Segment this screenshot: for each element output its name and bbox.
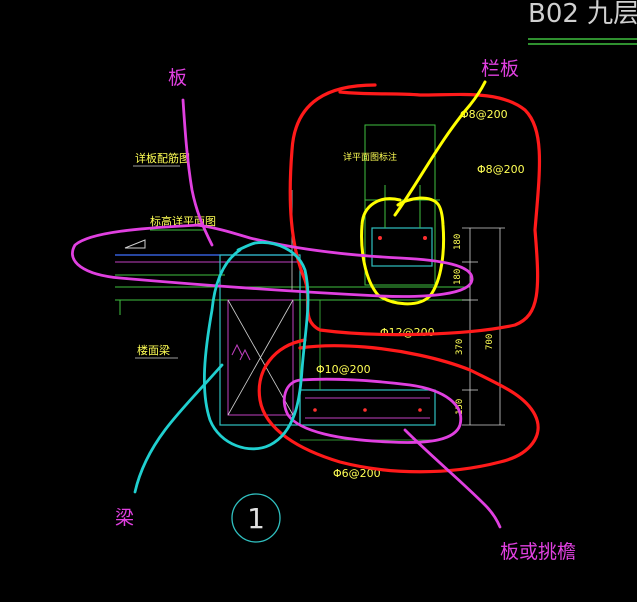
dim-value-2: 180 bbox=[453, 269, 463, 285]
stirrup-hook-2 bbox=[239, 348, 251, 361]
rebar-dot-1 bbox=[378, 236, 382, 240]
magenta-loop-slab bbox=[71, 223, 474, 298]
rebar-label-right-mid: Φ8@200 bbox=[477, 163, 525, 176]
note-slab-or-eave: 板或挑檐 bbox=[500, 541, 576, 563]
dim-value-4: 700 bbox=[485, 334, 495, 350]
red-loop-eave bbox=[257, 338, 540, 474]
note-beam: 梁 bbox=[115, 507, 134, 529]
rebar-dot-2 bbox=[423, 236, 427, 240]
yellow-leader-parapet bbox=[393, 80, 487, 217]
elevation-marker bbox=[124, 239, 146, 249]
parapet-section bbox=[371, 227, 433, 267]
eave-dot-3 bbox=[418, 408, 422, 412]
rebar-label-left-mid: Φ10@200 bbox=[316, 363, 371, 376]
cyan-loop-beam bbox=[203, 241, 310, 451]
cad-geometry bbox=[115, 124, 505, 441]
dim-value-1: 180 bbox=[453, 234, 463, 250]
magenta-leader-eave bbox=[403, 428, 502, 529]
beam-stirrup bbox=[227, 299, 294, 416]
hand-annotations bbox=[71, 80, 542, 529]
eave-dot-2 bbox=[363, 408, 367, 412]
label-slab-detail: 详板配筋图 bbox=[135, 151, 190, 165]
rebar-label-bottom: Φ6@200 bbox=[333, 467, 381, 480]
yellow-loop-parapet bbox=[360, 196, 446, 306]
rebar-label-mid: Φ12@200 bbox=[380, 326, 435, 339]
stirrup-hook-1 bbox=[231, 343, 243, 356]
label-parapet-section: 详平面图标注 bbox=[343, 151, 397, 163]
rebar-label-top-right: Φ8@200 bbox=[460, 108, 508, 121]
drawing-title: B02 九层 bbox=[528, 0, 637, 29]
eave-dot-1 bbox=[313, 408, 317, 412]
note-slab: 板 bbox=[168, 67, 187, 89]
detail-number: 1 bbox=[247, 502, 265, 535]
label-floor-beam: 楼面梁 bbox=[137, 343, 170, 357]
magenta-leader-slab bbox=[181, 98, 214, 247]
parapet-outline bbox=[364, 124, 436, 286]
eave-outline bbox=[299, 389, 436, 426]
dim-value-5: 150 bbox=[455, 399, 465, 415]
dim-value-3: 370 bbox=[455, 339, 465, 355]
cyan-leader-beam bbox=[133, 363, 224, 494]
magenta-loop-eave bbox=[282, 377, 463, 444]
note-parapet: 栏板 bbox=[481, 58, 519, 80]
beam-cross-2 bbox=[227, 299, 294, 416]
detail-number-circle bbox=[231, 493, 281, 543]
red-loop-parapet bbox=[288, 83, 542, 337]
